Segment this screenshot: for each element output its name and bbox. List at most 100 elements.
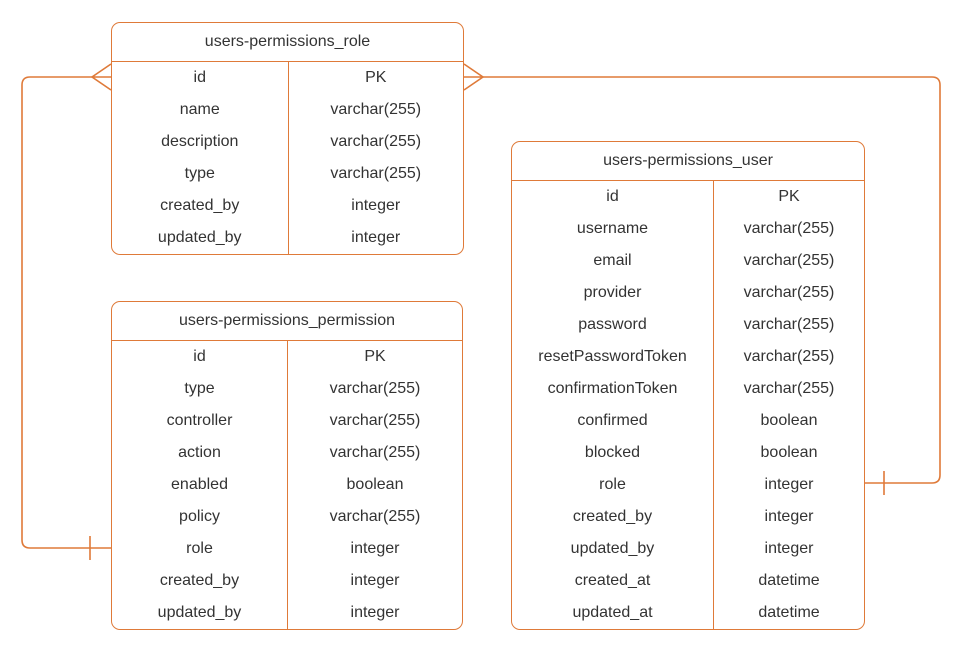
- table-row: resetPasswordToken varchar(255): [512, 341, 864, 373]
- field-type-cell: boolean: [287, 469, 462, 501]
- field-name-cell: id: [606, 188, 619, 205]
- field-type-cell: integer: [713, 533, 864, 565]
- field-type-cell: varchar(255): [713, 309, 864, 341]
- table-row: confirmationToken varchar(255): [512, 373, 864, 405]
- field-type-cell: boolean: [713, 437, 864, 469]
- table-users-permissions-permission: users-permissions_permission id PK type var…: [111, 301, 463, 630]
- field-type-cell: varchar(255): [287, 126, 464, 158]
- table-row: action varchar(255): [112, 437, 462, 469]
- table-rows: id PK type varchar(255) controller varchar(25…: [112, 341, 462, 629]
- field-type-cell: varchar(255): [713, 373, 864, 405]
- field-name-cell: updated_by: [157, 604, 242, 621]
- field-name-cell: provider: [583, 284, 642, 301]
- table-row: password varchar(255): [512, 309, 864, 341]
- table-row: created_at datetime: [512, 565, 864, 597]
- field-type-cell: boolean: [713, 405, 864, 437]
- table-row: enabled boolean: [112, 469, 462, 501]
- table-row: email varchar(255): [512, 245, 864, 277]
- table-row: id PK: [112, 341, 462, 373]
- field-type-cell: integer: [713, 501, 864, 533]
- field-type-cell: varchar(255): [713, 277, 864, 309]
- table-row: controller varchar(255): [112, 405, 462, 437]
- table-row: id PK: [112, 62, 463, 94]
- field-type-cell: PK: [287, 341, 462, 373]
- field-name-cell: action: [178, 444, 221, 461]
- field-name-cell: role: [186, 540, 213, 557]
- field-type-cell: varchar(255): [713, 213, 864, 245]
- field-name-cell: name: [179, 101, 220, 118]
- field-type-cell: PK: [713, 181, 864, 213]
- field-type-cell: integer: [287, 222, 464, 254]
- field-name-cell: updated_at: [572, 604, 653, 621]
- crowsfoot-many-icon: [463, 63, 485, 91]
- field-type-cell: integer: [287, 597, 462, 629]
- field-name-cell: role: [599, 476, 626, 493]
- field-name-cell: type: [184, 380, 215, 397]
- field-type-cell: integer: [287, 565, 462, 597]
- table-title: users-permissions_role: [112, 23, 463, 62]
- table-row: role integer: [112, 533, 462, 565]
- table-title: users-permissions_permission: [112, 302, 462, 341]
- table-row: updated_at datetime: [512, 597, 864, 629]
- table-row: created_by integer: [112, 565, 462, 597]
- field-name-cell: type: [184, 165, 215, 182]
- field-type-cell: integer: [287, 190, 464, 222]
- field-name-cell: created_by: [572, 508, 653, 525]
- table-row: provider varchar(255): [512, 277, 864, 309]
- field-name-cell: controller: [166, 412, 233, 429]
- field-name-cell: confirmationToken: [547, 380, 678, 397]
- table-row: confirmed boolean: [512, 405, 864, 437]
- field-name-cell: created_at: [574, 572, 651, 589]
- field-type-cell: varchar(255): [713, 245, 864, 277]
- table-users-permissions-role: users-permissions_role id PK name varchar(2…: [111, 22, 464, 255]
- table-row: updated_by integer: [112, 222, 463, 254]
- field-type-cell: varchar(255): [287, 405, 462, 437]
- table-row: updated_by integer: [112, 597, 462, 629]
- field-name-cell: resetPasswordToken: [538, 348, 687, 365]
- table-users-permissions-user: users-permissions_user id PK username varch…: [511, 141, 865, 630]
- field-name-cell: email: [593, 252, 632, 269]
- table-row: id PK: [512, 181, 864, 213]
- field-type-cell: varchar(255): [287, 437, 462, 469]
- field-type-cell: varchar(255): [287, 501, 462, 533]
- field-type-cell: varchar(255): [713, 341, 864, 373]
- field-type-cell: varchar(255): [287, 94, 464, 126]
- field-type-cell: PK: [287, 62, 464, 94]
- field-name-cell: username: [576, 220, 649, 237]
- field-name-cell: created_by: [159, 572, 240, 589]
- table-row: description varchar(255): [112, 126, 463, 158]
- relationship-line: [21, 76, 112, 549]
- field-type-cell: integer: [713, 469, 864, 501]
- table-row: role integer: [512, 469, 864, 501]
- relationship-role-to-permission: [21, 63, 112, 560]
- field-name-cell: id: [193, 348, 206, 365]
- table-title: users-permissions_user: [512, 142, 864, 181]
- table-row: type varchar(255): [112, 158, 463, 190]
- table-row: updated_by integer: [512, 533, 864, 565]
- table-row: username varchar(255): [512, 213, 864, 245]
- table-row: created_by integer: [512, 501, 864, 533]
- field-name-cell: password: [578, 316, 647, 333]
- field-name-cell: updated_by: [570, 540, 655, 557]
- crowsfoot-many-icon: [90, 63, 112, 91]
- field-type-cell: datetime: [713, 565, 864, 597]
- field-name-cell: enabled: [171, 476, 228, 493]
- field-type-cell: varchar(255): [287, 158, 464, 190]
- field-name-cell: description: [161, 133, 239, 150]
- table-row: policy varchar(255): [112, 501, 462, 533]
- field-name-cell: confirmed: [577, 412, 648, 429]
- field-name-cell: id: [193, 69, 206, 86]
- field-name-cell: policy: [179, 508, 220, 525]
- table-row: name varchar(255): [112, 94, 463, 126]
- table-row: type varchar(255): [112, 373, 462, 405]
- field-type-cell: integer: [287, 533, 462, 565]
- table-rows: id PK username varchar(255) email varchar(255…: [512, 181, 864, 629]
- field-name-cell: created_by: [160, 197, 240, 214]
- field-type-cell: datetime: [713, 597, 864, 629]
- field-type-cell: varchar(255): [287, 373, 462, 405]
- table-rows: id PK name varchar(255) description varchar(2…: [112, 62, 463, 254]
- field-name-cell: updated_by: [157, 229, 242, 246]
- table-row: created_by integer: [112, 190, 463, 222]
